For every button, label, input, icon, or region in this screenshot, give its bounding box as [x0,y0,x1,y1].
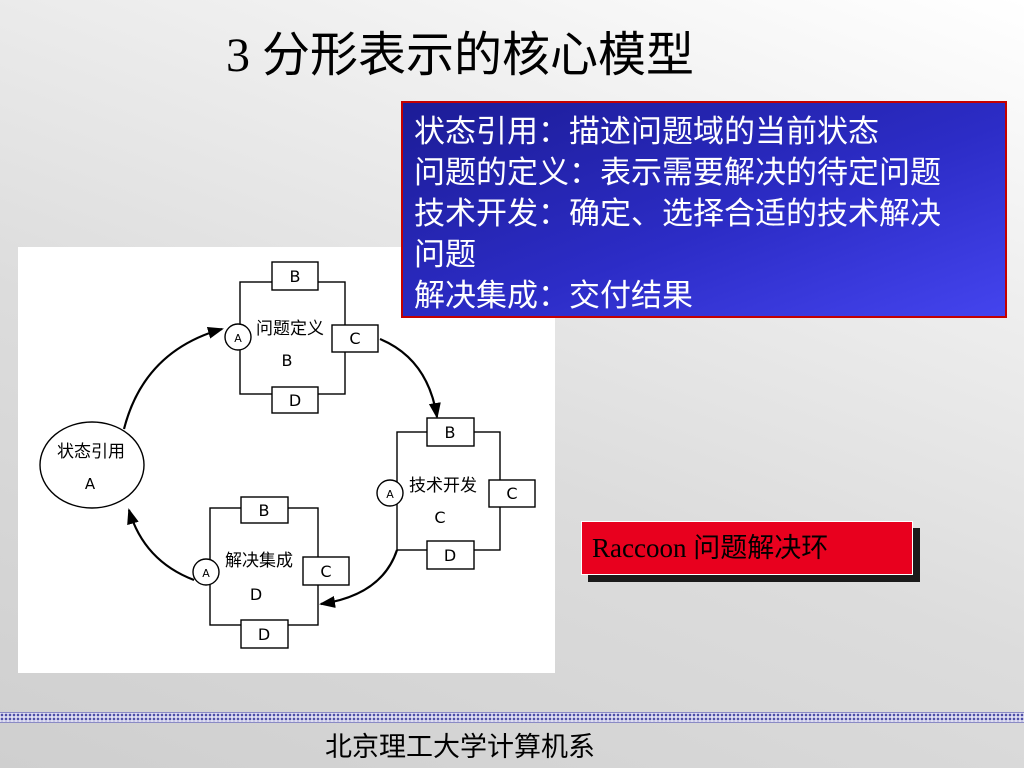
stage-box-side [488,479,536,508]
stage-letter: C [434,508,445,527]
stage-box-top [426,417,475,447]
stage-input-label: A [386,488,394,501]
state-letter: A [85,475,96,493]
definition-line-problem: 问题的定义：表示需要解决的待定问题 [414,155,941,190]
definition-line-development-cont: 问题 [414,237,476,272]
stage-problem-definition: B C D A 问题定义 B [224,261,379,414]
stage-input-label: A [234,332,242,345]
diagram-caption: Raccoon 问题解决环 [581,521,913,575]
stage-box-top-label: B [259,501,270,520]
stage-input-circle [376,479,404,507]
slide-title: 3 分形表示的核心模型 [226,29,695,82]
stage-letter: D [250,585,262,604]
stage-box-side [331,324,379,353]
stage-label: 技术开发 [409,476,477,496]
stage-letter: B [282,351,293,370]
stage-solution-integration: B C D A 解决集成 D [192,496,350,649]
stage-box-bottom-label: D [258,625,270,644]
stage-box-side [302,556,350,586]
stage-box-side-label: C [320,562,331,581]
arrow-development-to-integration [319,549,399,608]
stage-box-side-label: C [506,484,517,503]
stage-box-top [271,261,319,291]
stage-input-circle [192,558,220,586]
definition-line-integration: 解决集成：交付结果 [414,278,693,313]
stage-box-top-label: B [445,423,456,442]
stage-input-circle [224,323,252,351]
stage-box-bottom [240,619,289,649]
stage-label: 问题定义 [256,319,324,339]
stage-box-side-label: C [349,329,360,348]
definition-line-state: 状态引用：描述问题域的当前状态 [414,114,879,149]
state-label: 状态引用 [57,442,125,462]
stage-input-label: A [202,567,210,580]
state-ellipse [39,421,145,509]
stage-box-top [240,496,289,524]
stage-label: 解决集成 [225,551,293,571]
stage-technical-development: B C D A 技术开发 C [376,417,536,570]
definition-line-development: 技术开发：确定、选择合适的技术解决 [414,196,941,231]
state-node: 状态引用 A [39,421,145,509]
footer-dotted-band [0,712,1024,723]
stage-box-bottom [271,386,319,414]
arrow-integration-to-state [127,508,195,582]
definition-box: 状态引用：描述问题域的当前状态 问题的定义：表示需要解决的待定问题 技术开发：确… [401,101,1007,318]
footer-institution: 北京理工大学计算机系 [325,732,595,762]
diagram-panel: 状态引用 A B C D A 问题定义 B B [18,247,555,673]
stage-box-bottom-label: D [444,546,456,565]
stage-box-bottom [426,540,475,570]
raccoon-cycle-diagram: 状态引用 A B C D A 问题定义 B B [39,261,536,649]
arrow-state-to-definition [122,327,224,430]
stage-box-top-label: B [290,267,301,286]
stage-box-bottom-label: D [289,391,301,410]
cycle-arrows [122,327,441,608]
arrow-definition-to-development [379,337,441,419]
